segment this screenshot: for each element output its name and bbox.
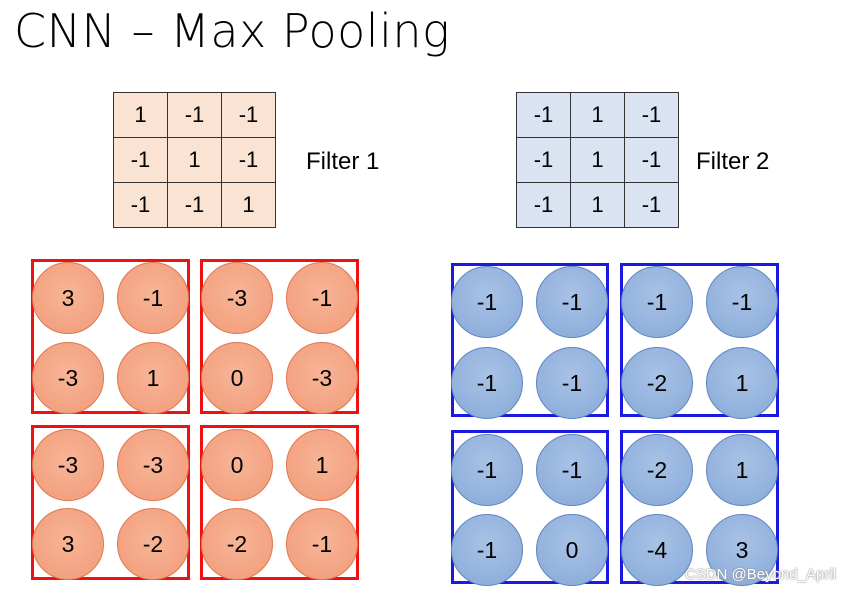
feature-value-circle: -1: [451, 514, 523, 586]
feature-value-circle: 0: [201, 342, 273, 414]
filter-1-cell: -1: [221, 92, 276, 138]
filter-1-label: Filter 1: [306, 148, 380, 175]
filter-2-cell: -1: [624, 137, 679, 183]
filter-2-cell: -1: [624, 92, 679, 138]
feature-value-circle: 1: [286, 429, 358, 501]
pooling-window: [200, 259, 359, 414]
feature-value-circle: -1: [621, 266, 693, 338]
feature-value-circle: -3: [201, 262, 273, 334]
feature-value-circle: -1: [536, 434, 608, 506]
feature-value-circle: 3: [706, 514, 778, 586]
filter-2-cell: -1: [516, 137, 571, 183]
filter-1-matrix: 1 -1 -1 -1 1 -1 -1 -1 1: [113, 92, 276, 228]
feature-value-circle: -1: [451, 266, 523, 338]
feature-value-circle: -1: [117, 262, 189, 334]
filter-1-cell: -1: [167, 92, 222, 138]
filter-2-cell: -1: [516, 182, 571, 228]
filter-1-cell: -1: [221, 137, 276, 183]
feature-value-circle: -2: [201, 508, 273, 580]
feature-value-circle: -2: [117, 508, 189, 580]
feature-value-circle: 3: [32, 508, 104, 580]
filter-1-cell: -1: [113, 137, 168, 183]
pooling-window: [620, 263, 779, 417]
feature-value-circle: 0: [536, 514, 608, 586]
filter-2-cell: 1: [570, 182, 625, 228]
feature-value-circle: -4: [621, 514, 693, 586]
feature-value-circle: 1: [706, 347, 778, 419]
filter-2-matrix: -1 1 -1 -1 1 -1 -1 1 -1: [516, 92, 679, 228]
filter-1-cell: 1: [113, 92, 168, 138]
pooling-window: [200, 425, 359, 580]
filter-2-label: Filter 2: [696, 148, 770, 175]
feature-value-circle: 0: [201, 429, 273, 501]
pooling-window: [620, 430, 779, 584]
feature-value-circle: -1: [706, 266, 778, 338]
feature-value-circle: 1: [706, 434, 778, 506]
feature-value-circle: -2: [621, 434, 693, 506]
feature-value-circle: -1: [451, 347, 523, 419]
page-title: CNN – Max Pooling: [14, 4, 451, 58]
feature-value-circle: -3: [32, 429, 104, 501]
pooling-window: [31, 425, 190, 580]
filter-1-cell: 1: [167, 137, 222, 183]
feature-value-circle: 3: [32, 262, 104, 334]
feature-value-circle: -1: [286, 262, 358, 334]
pooling-window: [451, 430, 609, 584]
feature-value-circle: -2: [621, 347, 693, 419]
filter-1-cell: 1: [221, 182, 276, 228]
feature-value-circle: -3: [286, 342, 358, 414]
filter-2-cell: 1: [570, 137, 625, 183]
filter-2-cell: -1: [516, 92, 571, 138]
feature-value-circle: -1: [536, 266, 608, 338]
feature-value-circle: 1: [117, 342, 189, 414]
feature-value-circle: -3: [117, 429, 189, 501]
feature-value-circle: -1: [286, 508, 358, 580]
watermark: CSDN @Beyond_April: [684, 566, 836, 583]
feature-value-circle: -1: [451, 434, 523, 506]
feature-value-circle: -1: [536, 347, 608, 419]
filter-2-cell: -1: [624, 182, 679, 228]
pooling-window: [451, 263, 609, 417]
pooling-window: [31, 259, 190, 414]
filter-2-cell: 1: [570, 92, 625, 138]
feature-value-circle: -3: [32, 342, 104, 414]
filter-1-cell: -1: [113, 182, 168, 228]
filter-1-cell: -1: [167, 182, 222, 228]
